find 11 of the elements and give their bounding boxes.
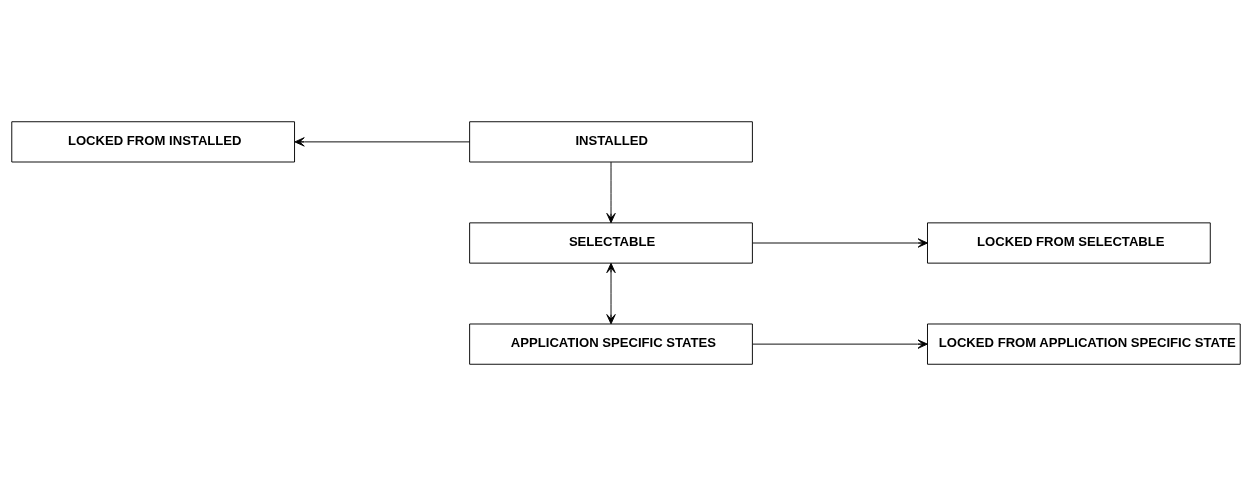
node-box: LOCKED FROM INSTALLED (11, 120, 295, 162)
arrow (294, 136, 471, 147)
arrow (606, 161, 616, 223)
arrow (752, 338, 928, 349)
node-box: LOCKED FROM SELECTABLE (927, 221, 1211, 264)
node-box: LOCKED FROM APPLICATION SPECIFIC STATE (927, 323, 1241, 365)
node-box: INSTALLED (469, 120, 753, 162)
arrow (606, 262, 616, 324)
node-box: SELECTABLE (469, 221, 753, 264)
node-box: APPLICATION SPECIFIC STATES (469, 323, 753, 365)
arrow (752, 237, 928, 248)
